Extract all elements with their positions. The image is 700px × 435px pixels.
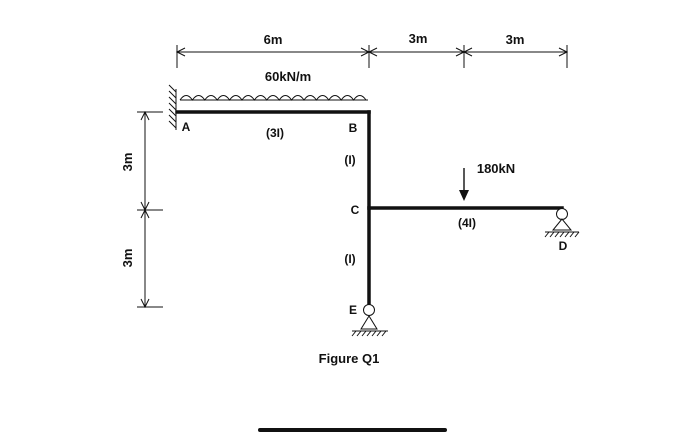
member-label-cd: (4I)	[458, 216, 476, 230]
node-label-d: D	[559, 239, 568, 253]
bottom-bar	[258, 428, 447, 432]
node-label-c: C	[351, 203, 360, 217]
point-load-label: 180kN	[477, 161, 515, 176]
frame-members	[175, 110, 564, 306]
top-dimension-line	[175, 45, 569, 68]
pin-support-e	[351, 304, 388, 337]
pin-support-d	[544, 208, 580, 238]
member-label-ab: (3I)	[266, 126, 284, 140]
udl-load-symbol	[179, 95, 368, 101]
node-label-e: E	[349, 303, 357, 317]
node-label-b: B	[349, 121, 358, 135]
node-label-a: A	[182, 120, 191, 134]
udl-label: 60kN/m	[265, 69, 311, 84]
figure-caption: Figure Q1	[319, 351, 380, 366]
left-dimension-line	[137, 110, 163, 309]
dim-label-c-load: 3m	[409, 31, 428, 46]
fixed-support-a	[168, 84, 177, 130]
dim-label-ab: 6m	[264, 32, 283, 47]
point-load-arrow	[459, 168, 469, 201]
member-label-ce: (I)	[344, 252, 355, 266]
dim-label-height-ce: 3m	[120, 249, 135, 268]
dim-label-load-d: 3m	[506, 32, 525, 47]
member-label-bc: (I)	[344, 153, 355, 167]
dim-label-height-ab: 3m	[120, 153, 135, 172]
